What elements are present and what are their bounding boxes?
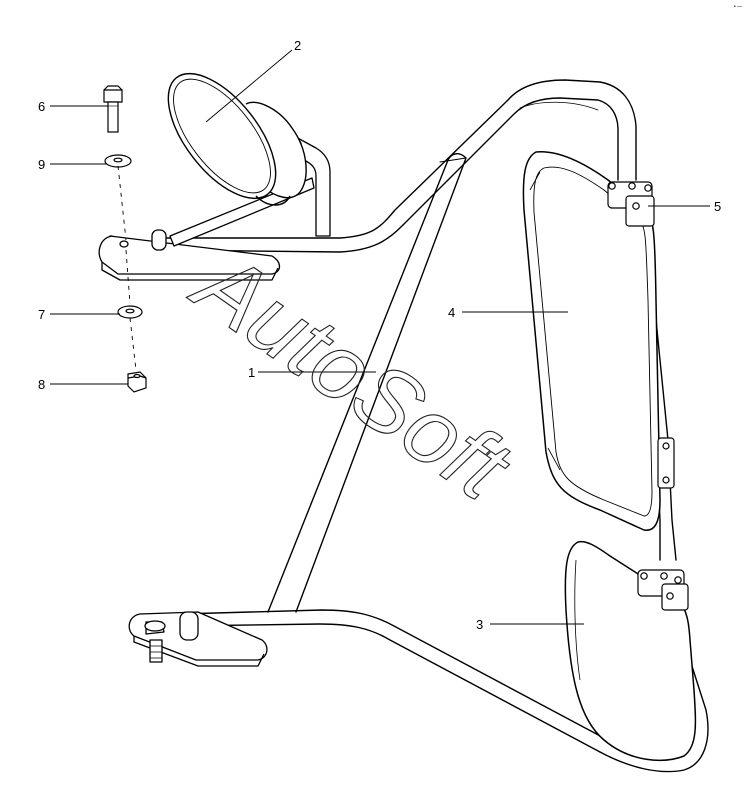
nut-part-8: [127, 371, 147, 393]
mirror-head: [167, 72, 307, 206]
callout-7: 7: [38, 307, 45, 322]
callout-5: 5: [714, 199, 721, 214]
leader-lines: [50, 49, 710, 625]
callout-2: 2: [294, 38, 301, 53]
washer-part-7: [117, 305, 143, 319]
clamp-middle: [657, 437, 675, 489]
callout-4: 4: [448, 305, 455, 320]
upper-bracket: [98, 229, 281, 281]
clamp-upper: [607, 181, 655, 227]
callout-3: 3: [476, 617, 483, 632]
callout-8: 8: [38, 377, 45, 392]
watermark: AutoSoft: [174, 230, 529, 521]
panel-mirror: [522, 151, 661, 531]
washer-part-9: [104, 154, 132, 168]
callout-6: 6: [38, 99, 45, 114]
corner-mark: • —: [734, 4, 742, 10]
callout-9: 9: [38, 157, 45, 172]
clamp-lower: [637, 569, 689, 611]
assembly-axis: [117, 165, 137, 371]
bolt-part-6: [103, 85, 123, 133]
callout-1: 1: [248, 365, 255, 380]
lower-bracket: [128, 611, 268, 667]
lower-bolt-nut: [144, 620, 166, 663]
